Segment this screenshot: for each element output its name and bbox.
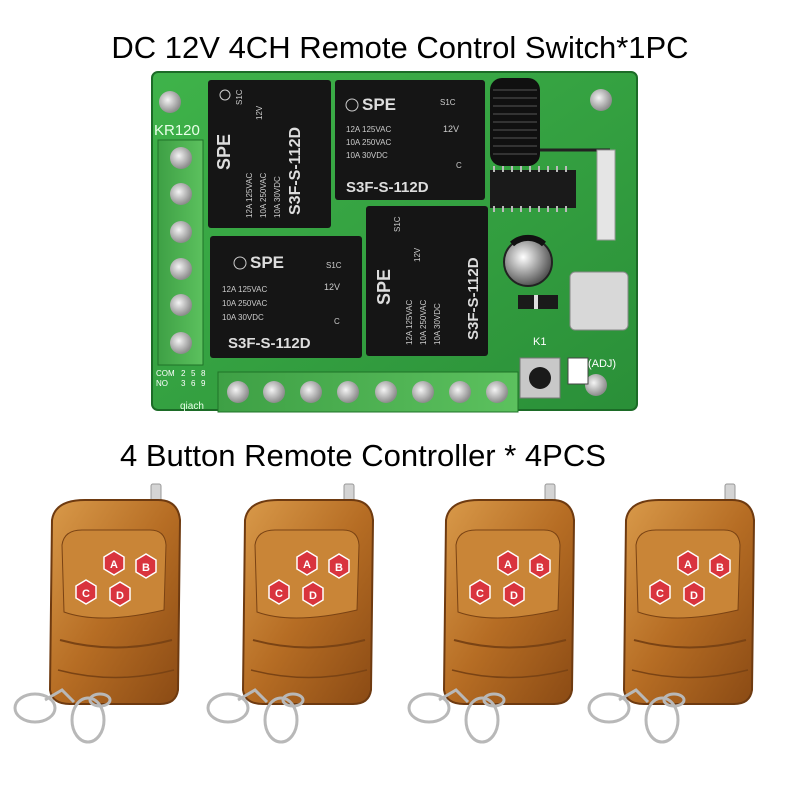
product-title: DC 12V 4CH Remote Control Switch*1PC	[111, 30, 689, 65]
screw-icon	[159, 91, 181, 113]
svg-text:2: 2	[181, 369, 186, 378]
svg-text:C: C	[82, 588, 90, 600]
svg-text:SPE: SPE	[214, 134, 234, 170]
keyring-icon	[13, 688, 112, 744]
svg-text:10A 30VDC: 10A 30VDC	[222, 313, 264, 322]
remote-button-a: A	[103, 550, 125, 576]
screw-icon	[590, 89, 612, 111]
remote-controller: A B C D	[13, 483, 182, 744]
board-bottom-label: qiach	[180, 401, 204, 412]
svg-text:S1C: S1C	[326, 261, 342, 270]
svg-text:S1C: S1C	[393, 216, 402, 232]
relay-2: SPE S1C 12A 125VAC 10A 250VAC 10A 30VDC …	[335, 80, 485, 200]
svg-text:S3F-S-112D: S3F-S-112D	[465, 257, 482, 340]
remote-subtitle: 4 Button Remote Controller * 4PCS	[120, 438, 606, 473]
adj-label: R(ADJ)	[580, 358, 616, 370]
svg-text:10A 30VDC: 10A 30VDC	[273, 176, 282, 218]
relay-1: SPE S3F-S-112D 12A 125VAC 10A 250VAC 10A…	[208, 80, 331, 228]
svg-text:10A 250VAC: 10A 250VAC	[259, 173, 268, 218]
svg-text:S3F-S-112D: S3F-S-112D	[228, 335, 311, 352]
svg-text:10A 30VDC: 10A 30VDC	[433, 303, 442, 345]
svg-text:5: 5	[191, 369, 196, 378]
svg-text:SPE: SPE	[250, 253, 284, 272]
ic-chip	[490, 166, 576, 212]
com-no-table: COM 2 5 8 NO 3 6 9	[156, 369, 206, 388]
crystal-oscillator	[569, 271, 629, 331]
svg-text:12A 125VAC: 12A 125VAC	[346, 125, 391, 134]
k1-label: K1	[533, 336, 546, 348]
svg-text:S1C: S1C	[440, 98, 456, 107]
svg-text:C: C	[334, 317, 340, 326]
svg-text:6: 6	[191, 379, 196, 388]
svg-text:C: C	[456, 161, 462, 170]
svg-text:12A 125VAC: 12A 125VAC	[245, 173, 254, 218]
svg-text:8: 8	[201, 369, 206, 378]
svg-text:S3F-S-112D: S3F-S-112D	[287, 127, 304, 215]
screw-icon	[585, 374, 607, 396]
remote-controllers: A B C D	[13, 482, 756, 744]
svg-text:10A 250VAC: 10A 250VAC	[222, 299, 267, 308]
svg-text:S1C: S1C	[235, 89, 244, 105]
relay-4: SPE S3F-S-112D 12A 125VAC 10A 250VAC 10A…	[366, 206, 488, 356]
relay-board: KR120 COM 2 5 8 NO	[151, 71, 638, 413]
remote-button-b: B	[135, 553, 157, 579]
svg-text:9: 9	[201, 379, 206, 388]
svg-text:12V: 12V	[443, 124, 459, 134]
svg-text:S3F-S-112D: S3F-S-112D	[346, 179, 429, 196]
svg-text:B: B	[142, 562, 150, 574]
bottom-terminals	[227, 381, 508, 403]
left-terminals	[170, 147, 192, 354]
svg-text:10A 30VDC: 10A 30VDC	[346, 151, 388, 160]
relay-3: SPE S1C 12A 125VAC 10A 250VAC 10A 30VDC …	[210, 236, 362, 358]
svg-text:12V: 12V	[255, 105, 264, 120]
svg-text:12V: 12V	[413, 247, 422, 262]
svg-text:3: 3	[181, 379, 186, 388]
capacitor	[503, 234, 553, 287]
learn-push-button	[519, 357, 561, 399]
svg-text:D: D	[116, 590, 124, 602]
svg-text:12V: 12V	[324, 282, 340, 292]
remote-button-d: D	[109, 581, 131, 607]
remote-button-c: C	[75, 579, 97, 605]
svg-text:NO: NO	[156, 379, 168, 388]
svg-text:A: A	[110, 559, 118, 571]
svg-text:COM: COM	[156, 369, 175, 378]
svg-text:12A 125VAC: 12A 125VAC	[222, 285, 267, 294]
svg-text:SPE: SPE	[374, 269, 394, 305]
svg-text:SPE: SPE	[362, 95, 396, 114]
svg-text:12A 125VAC: 12A 125VAC	[405, 300, 414, 345]
svg-text:10A 250VAC: 10A 250VAC	[419, 300, 428, 345]
board-label: KR120	[154, 122, 200, 139]
svg-text:10A 250VAC: 10A 250VAC	[346, 138, 391, 147]
